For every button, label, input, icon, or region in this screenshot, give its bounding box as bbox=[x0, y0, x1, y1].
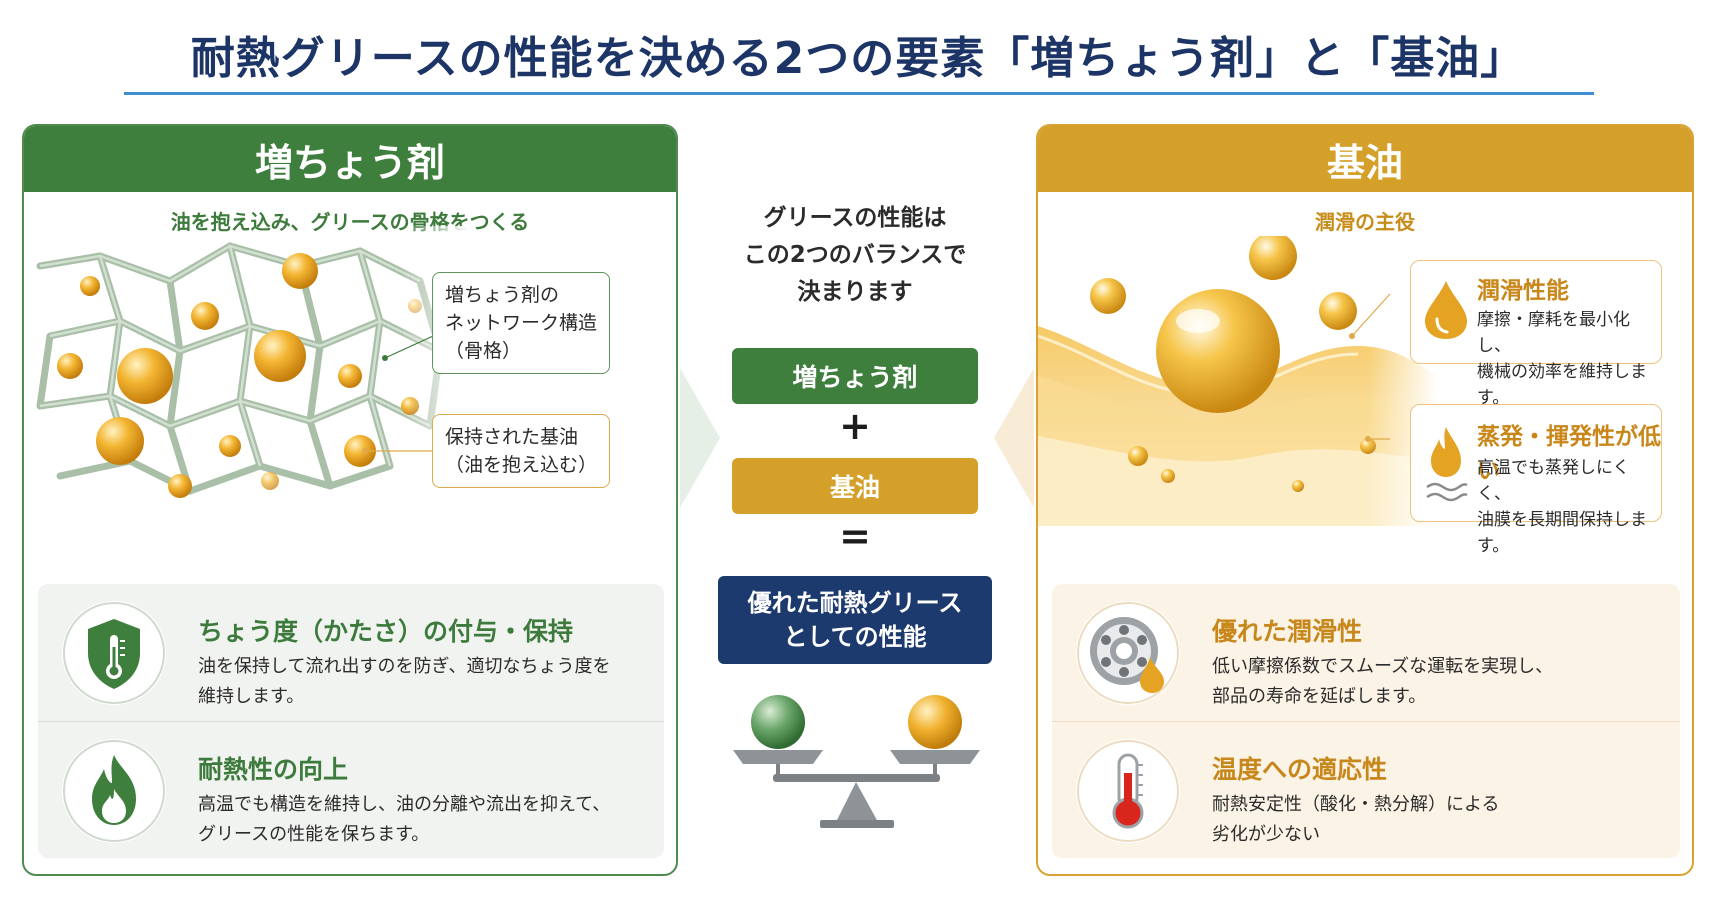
shield-thermometer-icon bbox=[62, 601, 166, 705]
network-structure-callout: 増ちょう剤の ネットワーク構造 （骨格） bbox=[432, 272, 610, 374]
feature-description: 油を保持して流れ出すのを防ぎ、適切なちょう度を 維持します。 bbox=[198, 652, 648, 712]
feature-text-line: 耐熱安定性（酸化・熱分解）による bbox=[1212, 794, 1500, 815]
feature-text-line: グリースの性能を保ちます。 bbox=[198, 824, 430, 845]
oil-callout-line: （油を抱え込む） bbox=[445, 454, 598, 476]
feature-description: 耐熱安定性（酸化・熱分解）による 劣化が少ない bbox=[1212, 790, 1662, 850]
feature-text-line: 劣化が少ない bbox=[1212, 824, 1320, 845]
callout-title: 潤滑性能 bbox=[1477, 278, 1569, 304]
thickener-network-illustration bbox=[36, 226, 470, 506]
base-oil-features: 優れた潤滑性 低い摩擦係数でスムーズな運転を実現し、 部品の寿命を延ばします。 bbox=[1052, 584, 1680, 858]
retained-oil-callout: 保持された基油 （油を抱え込む） bbox=[432, 414, 610, 488]
plus-sign: + bbox=[839, 404, 871, 448]
thickener-pill: 増ちょう剤 bbox=[732, 348, 978, 404]
right-arrow-chevron bbox=[994, 368, 1034, 508]
feature-description: 高温でも構造を維持し、油の分離や流出を抑えて、 グリースの性能を保ちます。 bbox=[198, 790, 648, 850]
feature-text-line: 高温でも構造を維持し、油の分離や流出を抑えて、 bbox=[198, 794, 611, 815]
thickener-panel: 増ちょう剤 油を抱え込み、グリースの骨格をつくる bbox=[22, 124, 678, 876]
network-callout-line: ネットワーク構造 bbox=[445, 312, 598, 334]
base-oil-panel: 基油 潤滑の主役 bbox=[1036, 124, 1694, 876]
result-pill: 優れた耐熱グリース としての性能 bbox=[718, 576, 992, 664]
callout-text-line: 高温でも蒸発しにくく、 bbox=[1477, 458, 1630, 504]
base-oil-wave-illustration bbox=[1038, 236, 1438, 526]
base-oil-pill: 基油 bbox=[732, 458, 978, 514]
feature-title: 耐熱性の向上 bbox=[198, 755, 349, 784]
question-line: この2つのバランスで bbox=[743, 242, 967, 268]
feature-description: 低い摩擦係数でスムーズな運転を実現し、 部品の寿命を延ばします。 bbox=[1212, 652, 1662, 712]
feature-title: ちょう度（かたさ）の付与・保持 bbox=[198, 617, 574, 646]
balance-scale-icon bbox=[733, 695, 980, 828]
network-callout-line: （骨格） bbox=[445, 340, 522, 362]
flame-wave-icon bbox=[1426, 427, 1468, 502]
feature-title: 優れた潤滑性 bbox=[1212, 617, 1363, 646]
result-line: としての性能 bbox=[783, 623, 927, 651]
base-oil-subtitle: 潤滑の主役 bbox=[1315, 210, 1415, 234]
callout-text-line: 摩擦・摩耗を最小化し、 bbox=[1477, 310, 1630, 356]
lubrication-performance-callout: 潤滑性能 摩擦・摩耗を最小化し、 機械の効率を維持します。 bbox=[1410, 260, 1662, 408]
feature-temperature-adaptability: 温度への適応性 耐熱安定性（酸化・熱分解）による 劣化が少ない bbox=[1052, 721, 1680, 858]
feature-text-line: 維持します。 bbox=[198, 686, 305, 707]
callout-description: 高温でも蒸発しにくく、 油膜を長期間保持します。 bbox=[1477, 455, 1661, 559]
feature-title: 温度への適応性 bbox=[1212, 755, 1388, 784]
feature-text-line: 油を保持して流れ出すのを防ぎ、適切なちょう度を bbox=[198, 656, 611, 677]
thickener-features: ちょう度（かたさ）の付与・保持 油を保持して流れ出すのを防ぎ、適切なちょう度を … bbox=[38, 584, 664, 858]
network-callout-line: 増ちょう剤の bbox=[445, 284, 560, 306]
question-line: 決まります bbox=[797, 279, 913, 305]
left-arrow-chevron bbox=[680, 368, 720, 508]
feature-consistency: ちょう度（かたさ）の付与・保持 油を保持して流れ出すのを防ぎ、適切なちょう度を … bbox=[38, 584, 664, 721]
oil-drop-icon bbox=[1425, 281, 1467, 339]
feature-heat-resistance: 耐熱性の向上 高温でも構造を維持し、油の分離や流出を抑えて、 グリースの性能を保… bbox=[38, 721, 664, 858]
flame-icon bbox=[62, 739, 166, 843]
low-volatility-callout: 蒸発・揮発性が低い 高温でも蒸発しにくく、 油膜を長期間保持します。 bbox=[1410, 404, 1662, 556]
balance-question: グリースの性能は この2つのバランスで 決まります bbox=[720, 200, 990, 311]
feature-lubricity: 優れた潤滑性 低い摩擦係数でスムーズな運転を実現し、 部品の寿命を延ばします。 bbox=[1052, 584, 1680, 721]
equals-sign: = bbox=[839, 514, 871, 558]
callout-text-line: 油膜を長期間保持します。 bbox=[1477, 510, 1647, 556]
feature-text-line: 低い摩擦係数でスムーズな運転を実現し、 bbox=[1212, 656, 1554, 677]
title-underline bbox=[124, 92, 1594, 95]
callout-text-line: 機械の効率を維持します。 bbox=[1477, 362, 1647, 408]
feature-text-line: 部品の寿命を延ばします。 bbox=[1212, 686, 1427, 707]
callout-title: 蒸発・揮発性が低い bbox=[1477, 424, 1661, 484]
base-oil-header: 基油 bbox=[1038, 126, 1692, 192]
thickener-header: 増ちょう剤 bbox=[24, 126, 676, 192]
page-title: 耐熱グリースの性能を決める2つの要素「増ちょう剤」と「基油」 bbox=[190, 33, 1526, 84]
oil-callout-line: 保持された基油 bbox=[445, 426, 579, 448]
result-line: 優れた耐熱グリース bbox=[747, 589, 963, 617]
thermometer-icon bbox=[1076, 739, 1180, 843]
question-line: グリースの性能は bbox=[763, 205, 947, 231]
callout-description: 摩擦・摩耗を最小化し、 機械の効率を維持します。 bbox=[1477, 307, 1661, 411]
bearing-oil-icon bbox=[1076, 601, 1180, 705]
